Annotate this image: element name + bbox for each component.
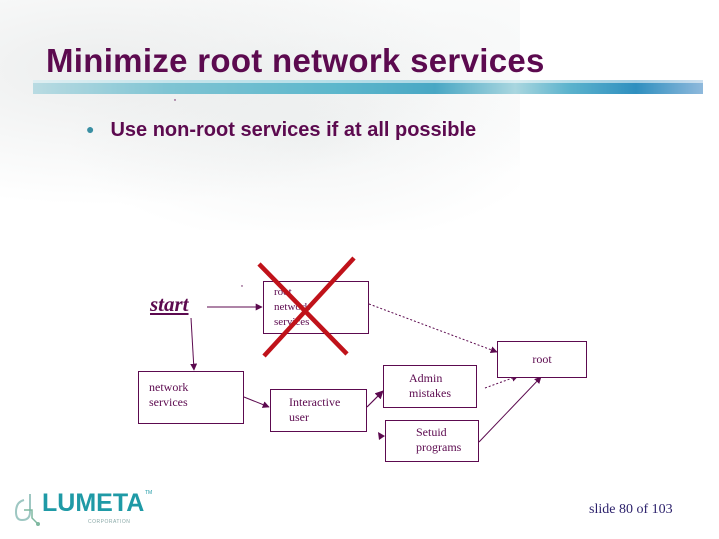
node-root-network-services: root network services [263,281,369,334]
arrow-setuid-programs-to-root [478,376,542,443]
node-line: services [274,316,310,328]
arrow-root-network-services-to-root [368,303,498,354]
node-line: user [289,410,309,424]
node-line: Admin [409,371,443,385]
bullet-text: Use non-root services if at all possible [110,119,477,141]
logo-trademark: TM [145,490,153,496]
lumeta-logo: LUMETA TM CORPORATION [14,490,154,532]
logo-subtext: CORPORATION [88,519,131,525]
node-setuid-programs: Setuid programs [385,420,479,462]
arrowhead-into-setuid-programs [378,432,385,440]
node-line: Setuid [416,425,447,439]
bullet-dot-icon: ● [86,121,95,137]
node-line: services [149,395,188,409]
node-line: root [274,286,292,298]
slide-counter: slide 80 of 103 [589,502,673,517]
node-line: network [149,380,189,394]
title-bar-highlight [33,80,703,83]
node-network-services: network services [138,371,244,424]
arrow-interactive-user-to-admin-mistakes [366,390,384,408]
node-root: root [497,341,587,378]
node-interactive-user: Interactive user [270,389,367,432]
slide-title: Minimize root network services [46,42,545,79]
node-line: root [532,352,552,366]
node-line: programs [416,440,462,454]
arrow-start-to-network-services [190,317,198,371]
node-line: network [274,301,311,313]
logo-mark-icon [14,494,40,526]
start-label: start [150,292,189,316]
node-line: mistakes [409,386,451,400]
background-texture [0,0,520,230]
logo-wordmark: LUMETA [42,489,145,517]
bullet-item: ● Use non-root services if at all possibl… [86,118,476,143]
node-line: Interactive [289,395,341,409]
title-underline-bar [33,80,703,94]
arrow-admin-mistakes-to-root [484,374,519,389]
node-admin-mistakes: Admin mistakes [383,365,477,408]
dot-artifact [241,285,243,287]
dot-artifact [174,99,176,101]
arrow-network-services-to-interactive-user [243,396,270,408]
